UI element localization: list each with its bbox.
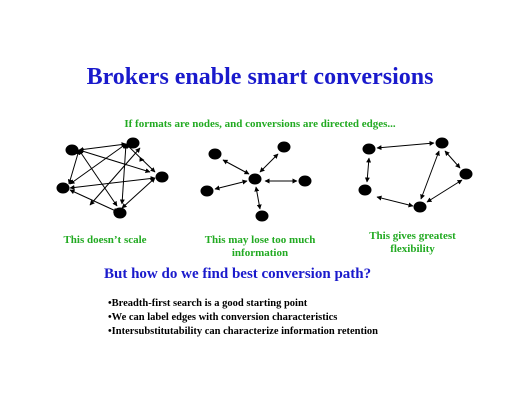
- bullet-list: •Breadth-first search is a good starting…: [108, 297, 378, 339]
- hub-graph: [214, 153, 298, 210]
- bullet-item: •Intersubstitutability can characterize …: [108, 326, 379, 337]
- caption-flexible: This gives greatest flexibility: [369, 230, 456, 255]
- bullet-item: •We can label edges with conversion char…: [108, 312, 338, 323]
- caption-hub: This may lose too much information: [204, 234, 316, 259]
- slide-title: Brokers enable smart conversions: [86, 64, 434, 90]
- full-mesh-graph: [67, 142, 156, 213]
- hub-nodes: [200, 141, 312, 222]
- flexible-graph: [364, 140, 463, 208]
- question-heading: But how do we find best conversion path?: [104, 266, 372, 282]
- bullet-item: •Breadth-first search is a good starting…: [108, 298, 308, 309]
- full-mesh-nodes: [56, 137, 169, 219]
- flexible-nodes: [358, 137, 473, 213]
- slide-subtitle: If formats are nodes, and conversions ar…: [124, 118, 396, 130]
- caption-full-mesh: This doesn’t scale: [63, 234, 147, 246]
